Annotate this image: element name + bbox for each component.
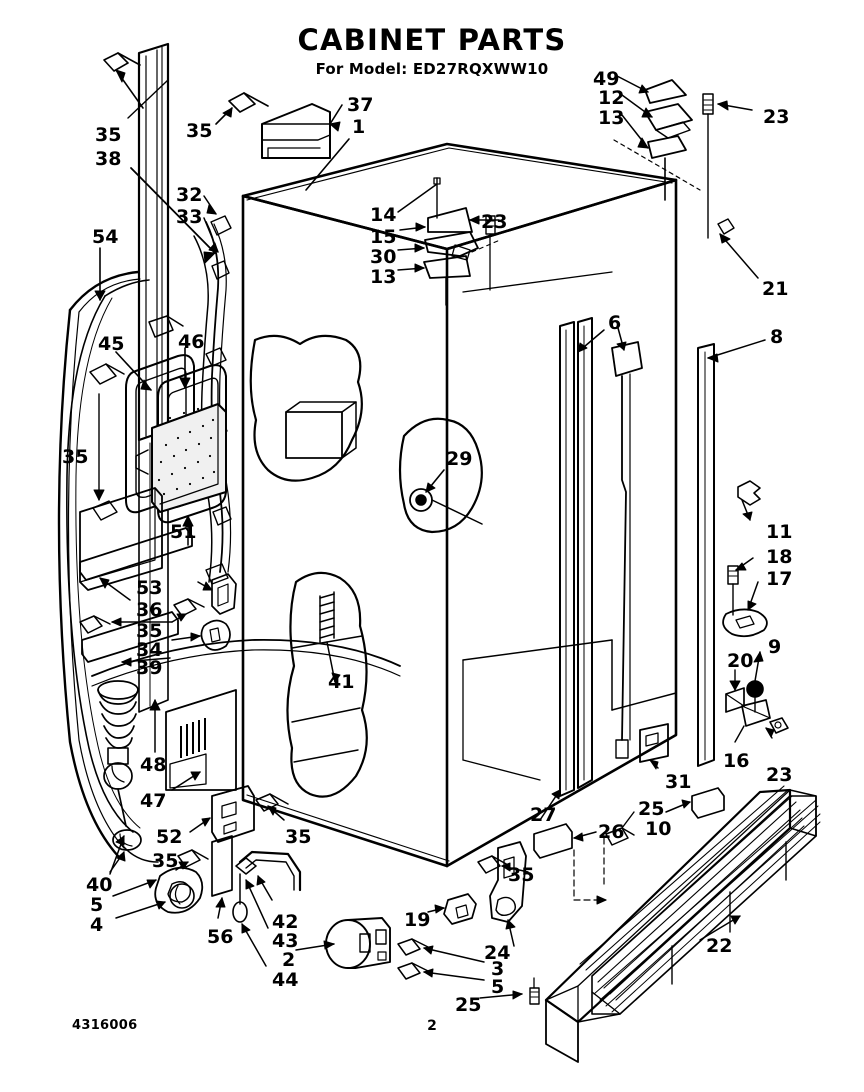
callout-16: 16 [723,750,750,772]
footer-page-number: 2 [427,1018,437,1034]
callout-23: 23 [481,211,508,233]
callout-13: 13 [370,266,397,288]
top-bracket-part-37 [261,103,350,191]
callout-23: 23 [763,106,790,128]
handle-rod-assembly [232,850,302,967]
bottom-center-part-2 [295,917,485,981]
top-hinge-stack [613,75,753,239]
callout-2: 2 [282,949,296,971]
callout-4: 4 [90,914,104,936]
callout-5: 5 [90,894,104,916]
callout-41: 41 [328,671,355,693]
callout-1: 1 [352,116,366,138]
callout-43: 43 [272,930,299,952]
fastener-screw-top-mid [215,92,269,125]
right-small-parts [722,480,789,743]
right-vertical-rails [539,218,766,821]
callout-35: 35 [62,446,89,468]
callout-27: 27 [530,804,557,826]
callout-10: 10 [645,818,672,840]
callout-3: 3 [491,958,505,980]
callout-25: 25 [455,994,482,1016]
callout-12: 12 [598,87,625,109]
callout-52: 52 [156,826,183,848]
center-hinge-stack [397,177,501,306]
bottom-grille-part-22 [544,785,821,1063]
callout-29: 29 [446,448,473,470]
bottom-left-hinge-roller [109,785,289,919]
callout-35: 35 [186,120,213,142]
callout-47: 47 [140,790,167,812]
callout-24: 24 [484,942,511,964]
callout-46: 46 [178,331,205,353]
callout-40: 40 [86,874,113,896]
left-door-liner [57,270,141,858]
callout-35: 35 [95,124,122,146]
part-29-mount [398,417,483,534]
callout-32: 32 [176,184,203,206]
callout-8: 8 [770,326,784,348]
callout-35: 35 [508,864,535,886]
callout-15: 15 [370,226,397,248]
callout-6: 6 [608,312,622,334]
callout-45: 45 [98,333,125,355]
callout-30: 30 [370,246,397,268]
callout-37: 37 [347,94,374,116]
coil-and-47-48 [97,680,237,873]
callout-5: 5 [491,976,505,998]
callout-26: 26 [598,821,625,843]
lower-left-small-parts [79,527,401,687]
callout-22: 22 [706,935,733,957]
callout-34: 34 [136,639,163,661]
footer-document-code: 4316006 [72,1018,138,1033]
callout-18: 18 [766,546,793,568]
gasket-and-panel-assembly [79,347,227,591]
cabinet-liner-cutouts [249,334,368,798]
callout-35: 35 [285,826,312,848]
callout-51: 51 [170,521,197,543]
callout-42: 42 [272,911,299,933]
callout-48: 48 [140,754,167,776]
callout-33: 33 [176,206,203,228]
callout-36: 36 [136,599,163,621]
bottom-right-hinge-19-24 [427,841,540,1005]
callout-35: 35 [152,850,179,872]
callout-35: 35 [136,620,163,642]
callout-49: 49 [593,68,620,90]
callout-25: 25 [638,798,665,820]
callout-9: 9 [768,636,782,658]
callout-13: 13 [598,107,625,129]
callout-17: 17 [766,568,793,590]
callout-23: 23 [766,764,793,786]
callout-44: 44 [272,969,299,991]
small-clips-25-26-10 [533,787,725,905]
callout-21: 21 [762,278,789,300]
callout-11: 11 [766,521,793,543]
callout-54: 54 [92,226,119,248]
callout-20: 20 [727,650,754,672]
callout-31: 31 [665,771,692,793]
callout-38: 38 [95,148,122,170]
callout-56: 56 [207,926,234,948]
callout-39: 39 [136,657,163,679]
callout-53: 53 [136,577,163,599]
cabinet-body-outline [241,142,678,868]
callout-19: 19 [404,909,431,931]
wiring-harness-left [193,195,232,585]
callout-14: 14 [370,204,397,226]
